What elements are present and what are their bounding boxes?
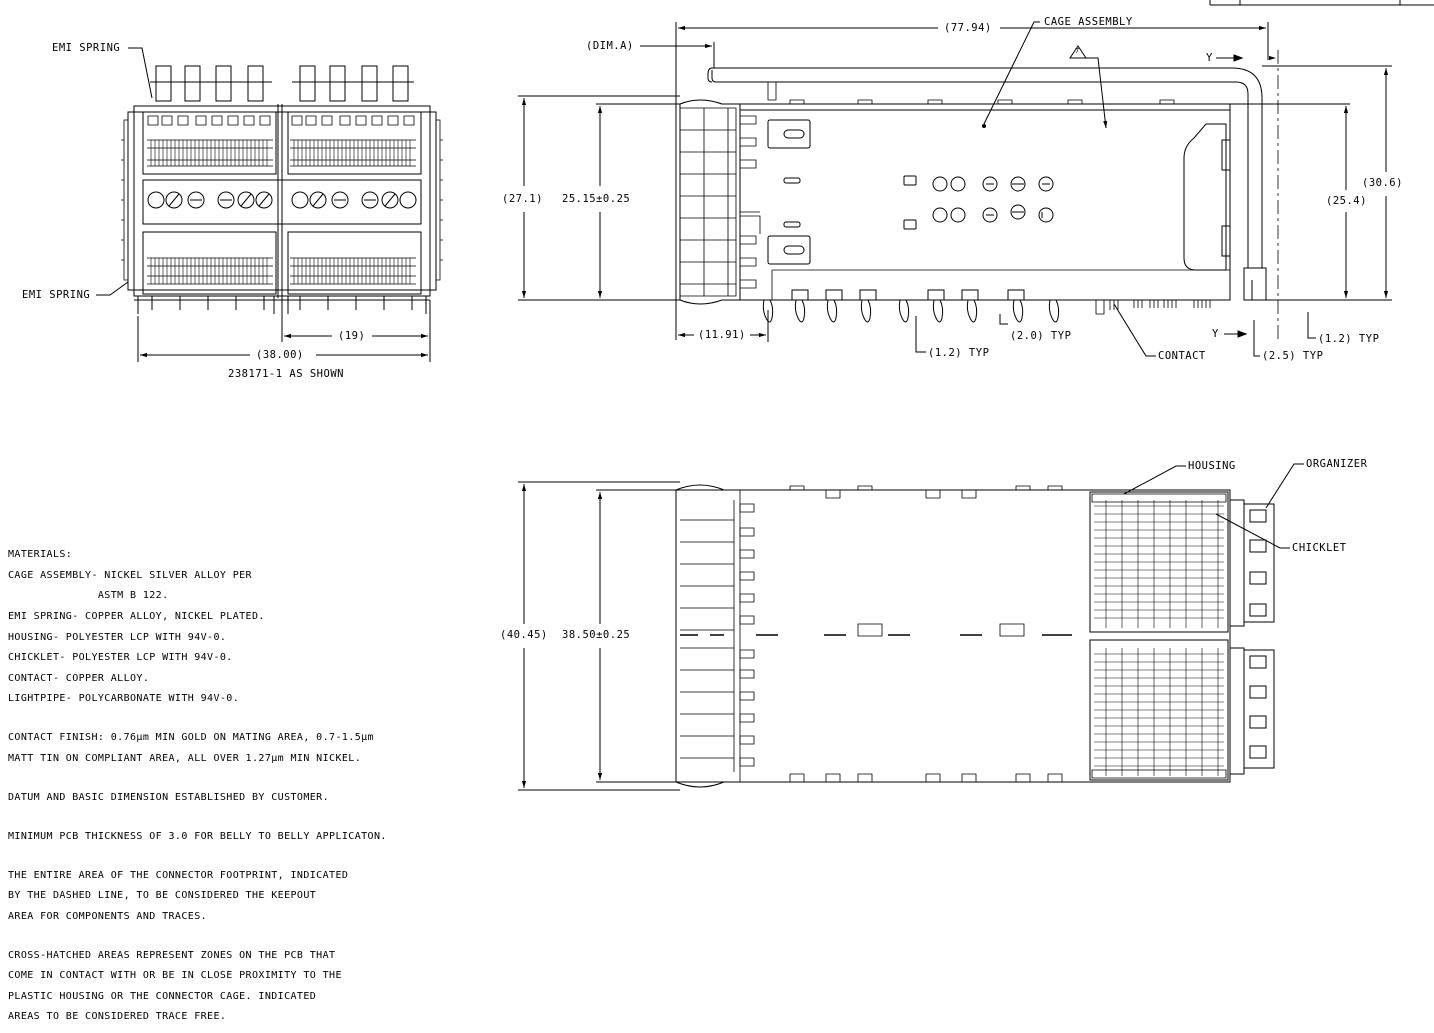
dim-19: (19) — [338, 330, 366, 342]
side-contact-tails — [1096, 300, 1210, 314]
footprint-note-line: THE ENTIRE AREA OF THE CONNECTOR FOOTPRI… — [8, 869, 349, 881]
emi-spring-bottom-label: EMI SPRING — [22, 289, 91, 301]
side-view — [518, 22, 1392, 356]
dim-77-94: (77.94) — [944, 22, 992, 34]
materials-line: CHICKLET- POLYESTER LCP WITH 94V-0. — [8, 652, 233, 664]
organizer-label: ORGANIZER — [1306, 458, 1368, 470]
crosshatch-note-line: AREAS TO BE CONSIDERED TRACE FREE. — [8, 1011, 227, 1023]
footprint-note-line: AREA FOR COMPONENTS AND TRACES. — [8, 910, 208, 922]
materials-line: CONTACT- COPPER ALLOY. — [8, 672, 150, 684]
chicklet-label: CHICKLET — [1292, 542, 1347, 554]
cage-assembly-label: CAGE ASSEMBLY — [1044, 16, 1133, 28]
dim-2-0-typ: (2.0) TYP — [1010, 330, 1072, 342]
dim-40-45: (40.45) — [500, 629, 548, 641]
crosshatch-note-line: COME IN CONTACT WITH OR BE IN CLOSE PROX… — [8, 970, 342, 982]
dim-a-label: (DIM.A) — [586, 40, 634, 52]
side-pressfit-pins — [763, 290, 1058, 322]
min-pcb-note: MINIMUM PCB THICKNESS OF 3.0 FOR BELLY T… — [8, 830, 387, 842]
front-lightpipes — [150, 66, 414, 101]
front-contact-rows — [147, 140, 416, 284]
front-side-springs — [121, 120, 443, 280]
contact-label: CONTACT — [1158, 350, 1206, 362]
housing-label: HOUSING — [1188, 460, 1236, 472]
materials-header: MATERIALS: — [8, 549, 73, 561]
note-flag-number: 7 — [1075, 47, 1080, 55]
side-bezel-ribs — [680, 108, 736, 296]
y-label-top: Y — [1206, 52, 1213, 64]
top-bezel-pads — [740, 504, 754, 766]
notes-block: MATERIALS: CAGE ASSEMBLY- NICKEL SILVER … — [8, 540, 387, 1033]
y-label-bottom: Y — [1212, 328, 1219, 340]
datum-note: DATUM AND BASIC DIMENSION ESTABLISHED BY… — [8, 791, 330, 803]
emi-spring-top-label: EMI SPRING — [52, 42, 121, 54]
title-block-fragment — [1210, 0, 1434, 5]
part-caption: 238171-1 AS SHOWN — [228, 368, 344, 380]
dim-25-4: (25.4) — [1326, 195, 1367, 207]
contact-finish-line: MATT TIN ON COMPLIANT AREA, ALL OVER 1.2… — [8, 752, 362, 764]
dim-30-6: (30.6) — [1362, 177, 1403, 189]
front-contact-ticks — [151, 140, 410, 284]
crosshatch-note-line: PLASTIC HOUSING OR THE CONNECTOR CAGE. I… — [8, 990, 317, 1002]
dim-38: (38.00) — [256, 349, 304, 361]
materials-line: LIGHTPIPE- POLYCARBONATE WITH 94V-0. — [8, 693, 240, 705]
materials-line: ASTM B 122. — [8, 590, 169, 602]
dim-25-15: 25.15±0.25 — [562, 193, 631, 205]
crosshatch-note-line: CROSS-HATCHED AREAS REPRESENT ZONES ON T… — [8, 949, 336, 961]
front-led-circles — [148, 192, 416, 208]
dim-1-2-typ-b: (1.2) TYP — [1318, 333, 1380, 345]
footprint-note-line: BY THE DASHED LINE, TO BE CONSIDERED THE… — [8, 890, 317, 902]
materials-line: HOUSING- POLYESTER LCP WITH 94V-0. — [8, 631, 227, 643]
drawing-linework — [0, 0, 1434, 809]
side-bezel-pads — [740, 116, 760, 288]
materials-line: EMI SPRING- COPPER ALLOY, NICKEL PLATED. — [8, 611, 265, 623]
top-bezel-ribs — [680, 500, 734, 772]
contact-finish-line: CONTACT FINISH: 0.76µm MIN GOLD ON MATIN… — [8, 732, 374, 744]
top-chicklet-hatching — [1094, 500, 1224, 776]
dim-1-2-typ-a: (1.2) TYP — [928, 347, 990, 359]
dim-11-91: (11.91) — [698, 329, 746, 341]
dim-38-50: 38.50±0.25 — [562, 629, 631, 641]
dim-27-1: (27.1) — [502, 193, 543, 205]
top-view — [518, 464, 1304, 790]
front-view — [96, 48, 443, 362]
front-top-pads — [148, 116, 414, 125]
dim-2-5-typ: (2.5) TYP — [1262, 350, 1324, 362]
materials-line: CAGE ASSEMBLY- NICKEL SILVER ALLOY PER — [8, 569, 252, 581]
side-vent-holes — [904, 176, 1053, 229]
